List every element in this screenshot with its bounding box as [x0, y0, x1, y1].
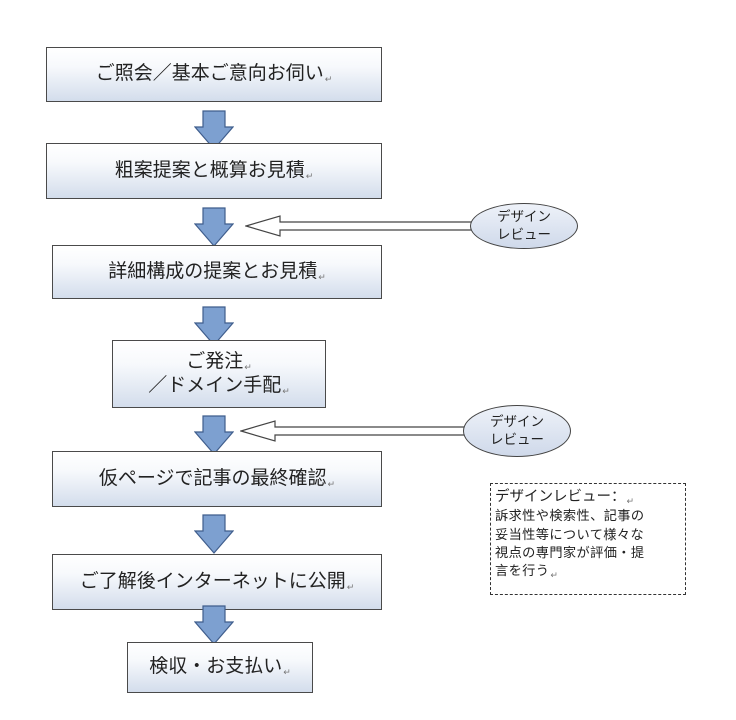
- down-arrow-icon: [194, 514, 234, 554]
- note-line: 視点の専門家が評価・提: [495, 545, 645, 561]
- down-arrow-icon: [194, 110, 234, 150]
- note-line: 訴求性や検索性、記事の: [495, 509, 645, 525]
- step-label: 仮ページで記事の最終確認: [98, 466, 327, 489]
- step-label: 詳細構成の提案とお見積: [108, 259, 318, 282]
- down-arrow-icon: [194, 306, 234, 346]
- down-arrow-icon: [194, 605, 234, 645]
- paragraph-mark: ↵: [283, 668, 291, 679]
- bubble-line: デザイン: [497, 208, 551, 225]
- paragraph-mark: ↵: [550, 571, 559, 582]
- paragraph-mark: ↵: [282, 387, 290, 397]
- down-arrow-icon: [194, 415, 234, 455]
- step-label: ご照会／基本ご意向お伺い: [95, 62, 324, 85]
- paragraph-mark: ↵: [626, 497, 635, 507]
- bubble-line: レビュー: [497, 227, 551, 243]
- note-title: デザインレビュー：: [495, 489, 626, 505]
- step-label: 検収・お支払い: [149, 655, 283, 678]
- step-box-rough-proposal: 粗案提案と概算お見積↵: [46, 143, 382, 199]
- paragraph-mark: ↵: [327, 479, 336, 490]
- step-label: ご発注: [186, 349, 244, 372]
- design-review-note: デザインレビュー：↵ 訴求性や検索性、記事の 妥当性等について様々な 視点の専門…: [490, 483, 686, 595]
- step-box-acceptance-payment: 検収・お支払い↵: [127, 642, 313, 693]
- step-box-order: ご発注↵ ／ドメイン手配↵: [112, 340, 326, 408]
- bubble-line: レビュー: [490, 432, 544, 448]
- paragraph-mark: ↵: [324, 75, 333, 86]
- design-review-bubble: デザイン レビュー: [470, 203, 578, 249]
- down-arrow-icon: [194, 207, 234, 247]
- bubble-line: デザイン: [490, 413, 544, 430]
- paragraph-mark: ↵: [305, 171, 314, 182]
- step-box-final-check: 仮ページで記事の最終確認↵: [52, 451, 382, 507]
- step-label: ／ドメイン手配: [148, 374, 282, 396]
- left-hollow-arrow-icon: [245, 215, 475, 237]
- step-label: ご了解後インターネットに公開: [79, 569, 346, 592]
- step-box-inquiry: ご照会／基本ご意向お伺い↵: [46, 47, 382, 102]
- design-review-bubble: デザイン レビュー: [463, 405, 571, 457]
- step-label: 粗案提案と概算お見積: [114, 158, 305, 181]
- note-line: 言を行う: [495, 564, 550, 580]
- paragraph-mark: ↵: [318, 272, 326, 283]
- step-box-detailed-proposal: 詳細構成の提案とお見積↵: [52, 245, 382, 299]
- note-line: 妥当性等について様々な: [495, 527, 645, 543]
- paragraph-mark: ↵: [244, 362, 252, 373]
- left-hollow-arrow-icon: [240, 420, 470, 442]
- step-box-publish: ご了解後インターネットに公開↵: [52, 554, 382, 610]
- paragraph-mark: ↵: [346, 582, 355, 593]
